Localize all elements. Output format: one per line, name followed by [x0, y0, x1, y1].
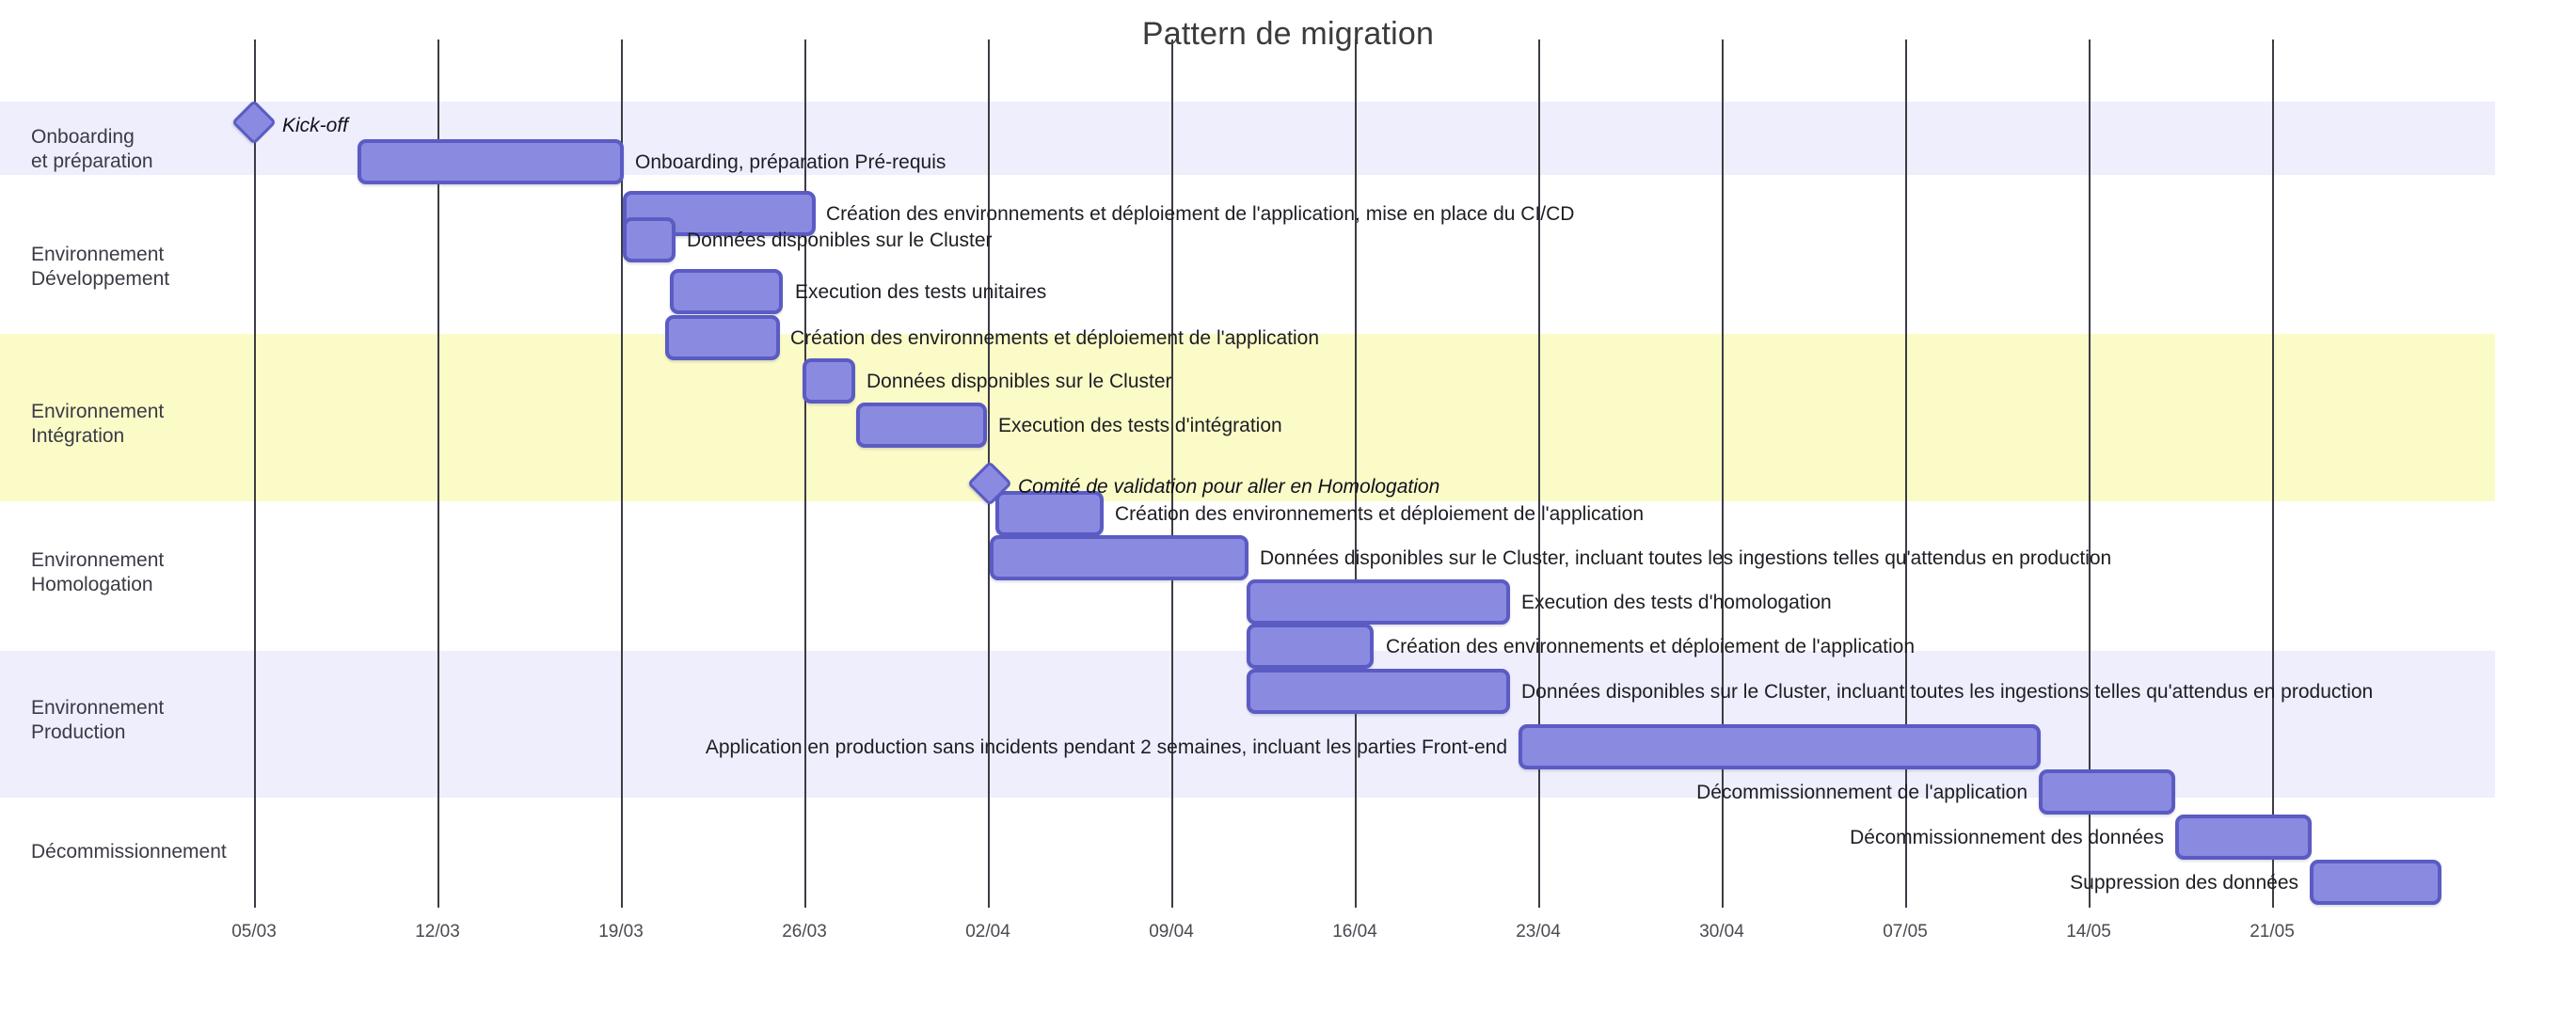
task-bar[interactable] — [2175, 815, 2312, 860]
gridline — [437, 40, 439, 908]
axis-tick-label: 07/05 — [1883, 922, 1928, 942]
task-bar[interactable] — [856, 403, 987, 448]
gridline — [254, 40, 256, 908]
task-label: Onboarding, préparation Pré-requis — [635, 151, 946, 173]
gridline — [1538, 40, 1540, 908]
task-bar[interactable] — [2039, 769, 2175, 815]
axis-tick-label: 23/04 — [1516, 922, 1561, 942]
task-bar[interactable] — [623, 217, 676, 262]
task-bar[interactable] — [995, 491, 1104, 536]
task-label: Décommissionnement des données — [1850, 827, 2164, 848]
gridline — [1722, 40, 1724, 908]
section-label: Onboarding et préparation — [31, 126, 153, 172]
milestone-label: Comité de validation pour aller en Homol… — [1018, 476, 1440, 498]
task-bar[interactable] — [670, 269, 783, 314]
task-label: Création des environnements et déploieme… — [826, 203, 1575, 225]
task-label: Données disponibles sur le Cluster — [867, 371, 1172, 392]
axis-tick-label: 14/05 — [2066, 922, 2111, 942]
gridline — [804, 40, 806, 908]
task-label: Données disponibles sur le Cluster, incl… — [1260, 547, 2112, 569]
row-band — [0, 798, 2495, 912]
axis-tick-label: 21/05 — [2250, 922, 2295, 942]
gridline — [1171, 40, 1173, 908]
task-label: Execution des tests d'homologation — [1521, 592, 1832, 613]
axis-tick-label: 09/04 — [1149, 922, 1194, 942]
axis-tick-label: 30/04 — [1699, 922, 1744, 942]
axis-tick-label: 19/03 — [598, 922, 644, 942]
task-label: Création des environnements et déploieme… — [1115, 503, 1645, 525]
axis-tick-label: 05/03 — [231, 922, 277, 942]
task-label: Suppression des données — [2070, 872, 2298, 894]
task-bar[interactable] — [665, 315, 780, 360]
row-band — [0, 334, 2495, 501]
gridline — [621, 40, 623, 908]
task-label: Execution des tests d'intégration — [998, 415, 1282, 436]
task-label: Décommissionnement de l'application — [1696, 782, 2027, 803]
page-title: Pattern de migration — [1141, 16, 1435, 52]
task-label: Création des environnements et déploieme… — [790, 327, 1320, 349]
axis-tick-label: 02/04 — [965, 922, 1010, 942]
gridline — [2089, 40, 2091, 908]
task-bar[interactable] — [803, 358, 855, 404]
task-label: Données disponibles sur le Cluster, incl… — [1521, 681, 2374, 703]
milestone-label: Kick-off — [282, 115, 349, 136]
axis-tick-label: 26/03 — [782, 922, 827, 942]
row-band — [0, 175, 2495, 334]
axis-tick-label: 12/03 — [415, 922, 460, 942]
task-label: Données disponibles sur le Cluster — [687, 230, 993, 251]
gridline — [1905, 40, 1907, 908]
gridline — [2272, 40, 2274, 908]
task-bar[interactable] — [358, 139, 624, 184]
gridline — [1355, 40, 1357, 908]
section-label: Décommissionnement — [31, 841, 227, 863]
task-bar[interactable] — [1247, 624, 1374, 669]
task-label: Execution des tests unitaires — [795, 281, 1047, 303]
task-bar[interactable] — [623, 191, 816, 236]
task-bar[interactable] — [1519, 724, 2041, 769]
section-label: Environnement Développement — [31, 244, 170, 290]
axis-tick-label: 16/04 — [1332, 922, 1377, 942]
task-bar[interactable] — [2310, 860, 2441, 905]
task-label: Application en production sans incidents… — [705, 736, 1507, 758]
task-label: Création des environnements et déploieme… — [1386, 636, 1916, 657]
task-bar[interactable] — [990, 535, 1248, 580]
task-bar[interactable] — [1247, 579, 1510, 625]
section-label: Environnement Intégration — [31, 401, 165, 447]
section-label: Environnement Production — [31, 697, 165, 743]
task-bar[interactable] — [1247, 669, 1510, 714]
section-label: Environnement Homologation — [31, 549, 165, 595]
